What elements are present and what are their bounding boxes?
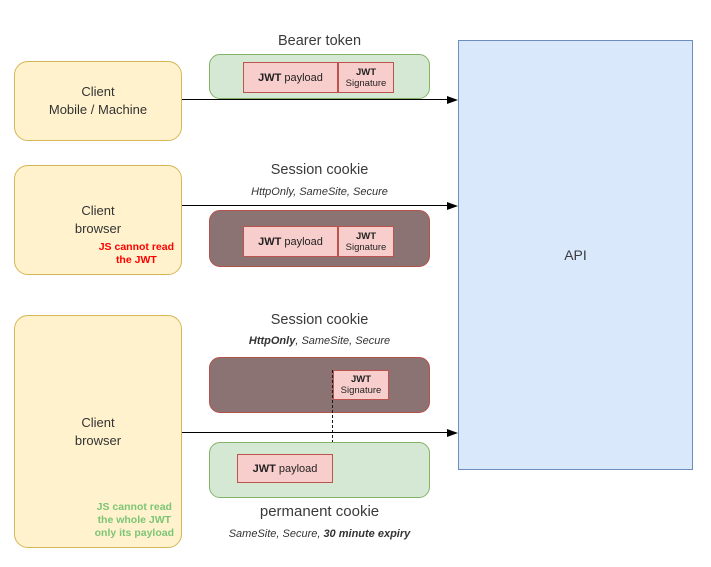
permanent-cookie-container bbox=[209, 442, 430, 498]
permanent-cookie-title: permanent cookie bbox=[259, 503, 380, 520]
client-browser1-label-line2: browser bbox=[74, 221, 122, 236]
signature-label: Signature bbox=[345, 77, 387, 89]
jwt-label: JWT bbox=[252, 462, 276, 475]
client-browser1-label-line1: Client bbox=[81, 203, 115, 218]
jwt-signature-box: JWT Signature bbox=[338, 226, 394, 257]
client-mobile-label-line1: Client bbox=[81, 84, 115, 99]
api-box: API bbox=[458, 40, 693, 470]
api-label: API bbox=[564, 247, 587, 263]
jwt-label: JWT bbox=[258, 235, 282, 248]
client-browser2-label-line2: browser bbox=[74, 432, 122, 448]
session-cookie2-container bbox=[209, 357, 430, 413]
attributes-plain-label: SameSite, Secure, bbox=[228, 528, 321, 540]
note-line: only its payload bbox=[94, 527, 174, 539]
note-line: the whole JWT bbox=[97, 514, 172, 526]
session-cookie1-attributes: HttpOnly, SameSite, Secure bbox=[251, 186, 388, 198]
js-cannot-read-whole-jwt-note: JS cannot read the whole JWT only its pa… bbox=[95, 501, 174, 540]
jwt-label: JWT bbox=[258, 71, 282, 84]
payload-label: payload bbox=[278, 462, 318, 475]
client-browser2-label-line1: Client bbox=[81, 414, 115, 430]
session-cookie2-title: Session cookie bbox=[270, 312, 369, 328]
signature-label: Signature bbox=[340, 385, 382, 396]
note-line: JS cannot read bbox=[98, 241, 174, 253]
arrow-client2-to-api bbox=[182, 205, 448, 206]
arrowhead-icon bbox=[447, 95, 458, 104]
payload-label: payload bbox=[284, 235, 323, 248]
session-cookie1-title: Session cookie bbox=[270, 162, 369, 178]
permanent-cookie-attributes: SameSite, Secure,30 minute expiry bbox=[184, 528, 455, 540]
session-cookie2-attributes: HttpOnly, SameSite, Secure bbox=[184, 335, 455, 347]
jwt-label: JWT bbox=[355, 230, 377, 242]
expiry-bold-label: 30 minute expiry bbox=[323, 528, 411, 540]
arrowhead-icon bbox=[447, 201, 458, 210]
client-mobile-label-line2: Mobile / Machine bbox=[48, 102, 148, 117]
js-cannot-read-jwt-note: JS cannot read the JWT bbox=[99, 241, 174, 267]
note-line: JS cannot read bbox=[96, 501, 172, 513]
client-mobile-box: Client Mobile / Machine bbox=[14, 61, 182, 141]
jwt-signature-box: JWT Signature bbox=[333, 370, 389, 400]
jwt-label: JWT bbox=[350, 374, 372, 385]
payload-label: payload bbox=[284, 71, 323, 84]
attributes-rest-label: , SameSite, Secure bbox=[295, 335, 391, 347]
arrow-client1-to-api bbox=[182, 99, 448, 100]
signature-label: Signature bbox=[345, 241, 387, 253]
client-browser2-box: Client browser JS cannot read the whole … bbox=[14, 315, 182, 548]
jwt-label: JWT bbox=[355, 66, 377, 78]
arrow-client3-to-api bbox=[182, 432, 448, 433]
bearer-token-title: Bearer token bbox=[277, 33, 362, 49]
jwt-split-dashed-line bbox=[331, 370, 333, 483]
note-line: the JWT bbox=[115, 254, 157, 266]
client-browser1-box: Client browser JS cannot read the JWT bbox=[14, 165, 182, 275]
httponly-bold-label: HttpOnly bbox=[248, 335, 296, 347]
arrowhead-icon bbox=[447, 428, 458, 437]
jwt-signature-box: JWT Signature bbox=[338, 62, 394, 93]
